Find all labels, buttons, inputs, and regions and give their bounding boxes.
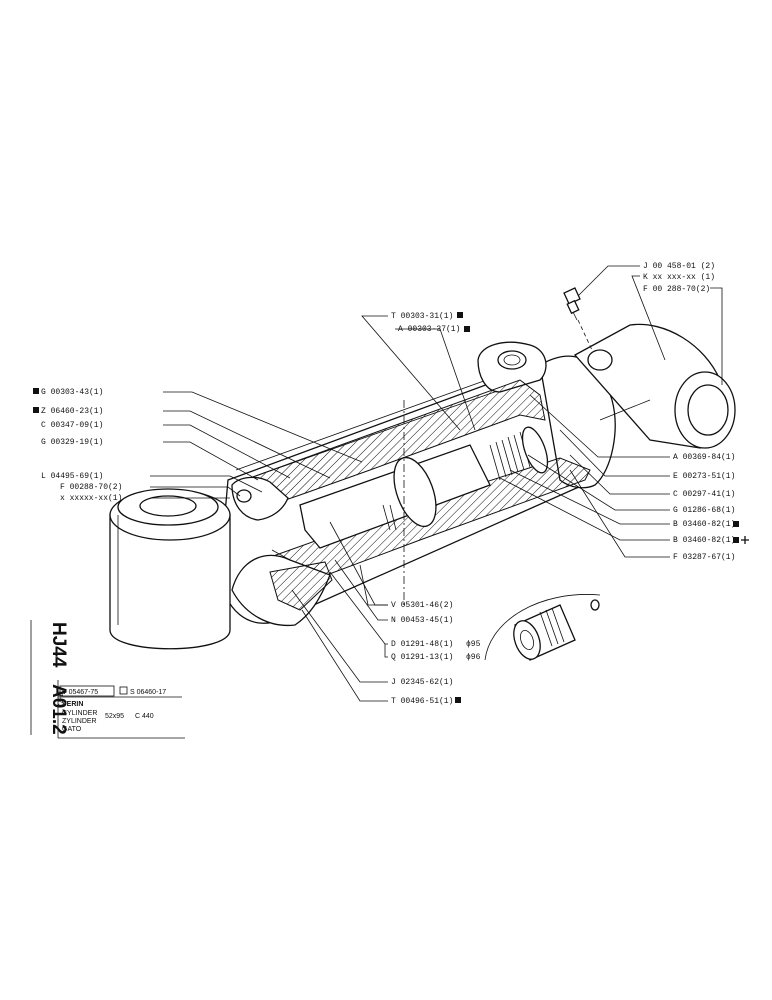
labels-left: G 00303-43(1) Z 06460-23(1) C 00347-09(1…	[33, 388, 122, 503]
part-label-l04495: L 04495-69(1)	[41, 472, 103, 481]
part-label-g00303: G 00303-43(1)	[41, 388, 103, 397]
part-label-f00288b: F 00 288-70(2)	[643, 285, 710, 294]
marker-square	[733, 537, 739, 543]
part-label-a00303: A 00303-37(1)	[398, 325, 460, 334]
part-label-n00453: N 00453-45(1)	[391, 616, 453, 625]
ref-main: V 05467-75	[62, 689, 98, 696]
labels-bottom: V 05301-46(2) N 00453-45(1) D 01291-48(1…	[391, 601, 481, 706]
title-block: V 05467-75 S 06460-17 VERIN CYLINDER ZYL…	[57, 680, 185, 739]
marker-square	[464, 326, 470, 332]
cylinder-drawing	[109, 287, 736, 661]
part-label-q01291-dia: ϕ96	[466, 653, 481, 662]
piston-rod	[299, 444, 491, 549]
marker-square	[457, 312, 463, 318]
stroke-code: C 440	[135, 713, 154, 720]
name-fr: VERIN	[62, 701, 83, 708]
part-label-t00303: T 00303-31(1)	[391, 312, 453, 321]
threaded-plug	[484, 594, 601, 661]
marker-square	[33, 407, 39, 413]
part-label-f00288a: F 00288-70(2)	[60, 483, 122, 492]
part-label-j02345: J 02345-62(1)	[391, 678, 453, 687]
ref-alt: S 06460-17	[130, 689, 166, 696]
part-label-c00297: C 00297-41(1)	[673, 490, 735, 499]
leader-lines	[150, 265, 723, 702]
model-code: HJ44	[48, 622, 69, 668]
plus-marker	[741, 536, 749, 544]
marker-square	[455, 697, 461, 703]
part-label-a00369: A 00369-84(1)	[673, 453, 735, 462]
part-label-j00458: J 00 458-01 (2)	[643, 262, 715, 271]
part-label-kxx: K xx xxx-xx (1)	[643, 273, 715, 282]
marker-square	[733, 521, 739, 527]
section-code: A01.2	[48, 684, 69, 735]
part-label-z06460: Z 06460-23(1)	[41, 407, 103, 416]
piston-threads	[489, 431, 531, 481]
part-label-e00273: E 00273-51(1)	[673, 472, 735, 481]
name-es: GATO	[62, 726, 82, 733]
labels-right: A 00369-84(1) E 00273-51(1) C 00297-41(1…	[673, 453, 749, 562]
part-label-f03287: F 03287-67(1)	[673, 553, 735, 562]
labels-right-top: J 00 458-01 (2) K xx xxx-xx (1) F 00 288…	[643, 262, 715, 294]
part-label-q01291: Q 01291-13(1)	[391, 653, 453, 662]
part-label-d01291-dia: ϕ95	[466, 640, 481, 649]
date-code: 11-73	[56, 690, 63, 707]
part-label-v05301: V 05301-46(2)	[391, 601, 453, 610]
rear-clevis	[573, 323, 736, 449]
part-label-g01286: G 01286-68(1)	[673, 506, 735, 515]
labels-top: T 00303-31(1) A 00303-37(1)	[391, 312, 470, 334]
part-label-b03460a: B 03460-82(1)	[673, 520, 735, 529]
size-code: 52x95	[105, 713, 124, 720]
grease-nipple	[563, 287, 593, 351]
alt-checkbox	[119, 686, 128, 695]
part-label-b03460b: B 03460-82(1)	[673, 536, 735, 545]
part-label-g00329: G 00329-19(1)	[41, 438, 103, 447]
name-en: CYLINDER	[62, 710, 97, 717]
side-code: HJ44 A01.2 11-73	[30, 620, 69, 735]
part-label-d01291: D 01291-48(1)	[391, 640, 453, 649]
part-label-c00347: C 00347-09(1)	[41, 421, 103, 430]
marker-square	[33, 388, 39, 394]
rod-end-eye	[109, 488, 231, 650]
part-label-t00496: T 00496-51(1)	[391, 697, 453, 706]
part-label-xxxxx: x xxxxx-xx(1)	[60, 494, 122, 503]
name-de: ZYLINDER	[62, 718, 97, 725]
